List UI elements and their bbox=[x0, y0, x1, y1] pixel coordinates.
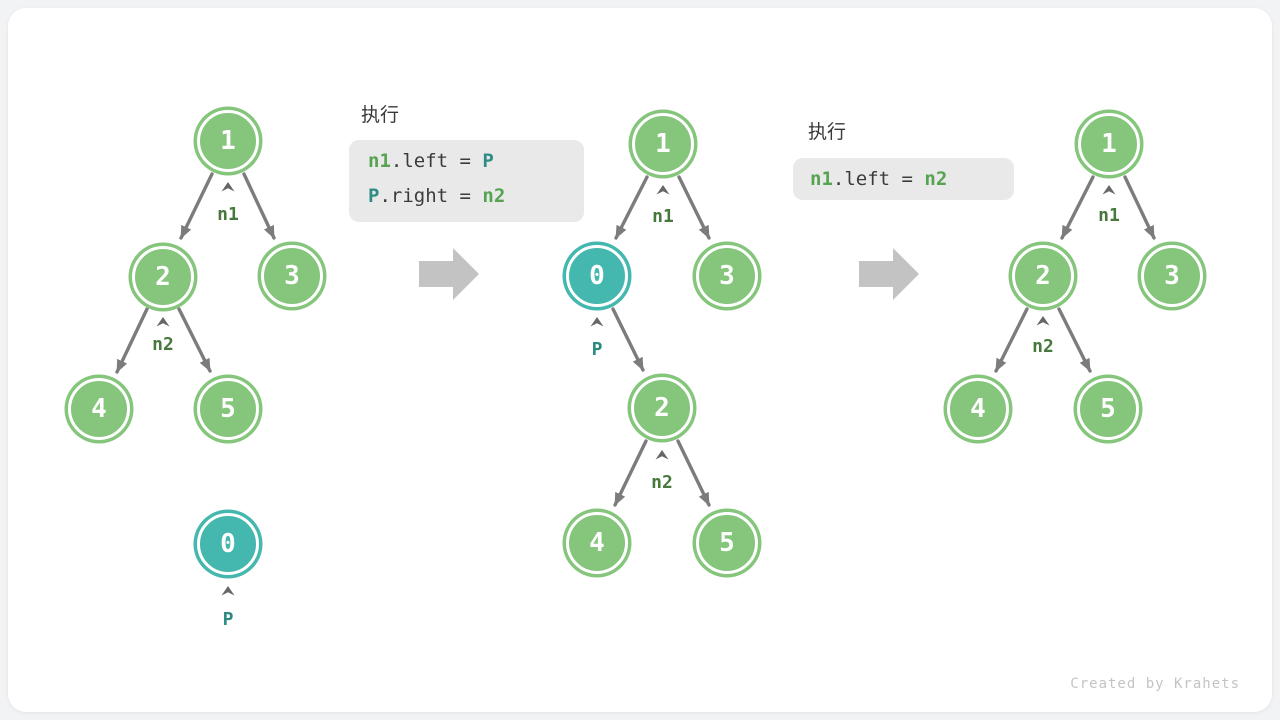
pointer-label-p: P bbox=[222, 609, 234, 630]
tree3-node-5: 5 bbox=[1077, 378, 1139, 440]
node-value: 4 bbox=[970, 394, 986, 424]
tree-edge bbox=[177, 307, 212, 373]
tree2-node-1: 1 bbox=[632, 113, 694, 175]
watermark: Created by Krahets bbox=[1070, 676, 1240, 692]
right-arrow-icon bbox=[419, 248, 479, 300]
pointer-label-n2: n2 bbox=[152, 334, 174, 355]
tree-edge bbox=[611, 307, 645, 372]
tree1-node-4: 4 bbox=[68, 378, 130, 440]
code-token: .left = bbox=[390, 150, 483, 172]
node-value: 2 bbox=[155, 262, 171, 292]
tree2-node-5: 5 bbox=[696, 512, 758, 574]
tree-edge bbox=[994, 307, 1029, 373]
node-value: 1 bbox=[220, 126, 236, 156]
pointer-label-n2: n2 bbox=[651, 472, 673, 493]
tree1-node-0: 0 bbox=[197, 513, 259, 575]
tree3-node-4: 4 bbox=[947, 378, 1009, 440]
tree-edge bbox=[1060, 175, 1095, 240]
up-pointer-icon bbox=[590, 317, 604, 327]
tree-edge bbox=[677, 175, 711, 240]
tree3-node-2: 2 bbox=[1012, 245, 1074, 307]
tree3-node-1: 1 bbox=[1078, 113, 1140, 175]
node-value: 4 bbox=[589, 528, 605, 558]
up-pointer-icon bbox=[1036, 316, 1050, 326]
code-token: n2 bbox=[482, 185, 506, 207]
node-value: 3 bbox=[1164, 261, 1180, 291]
code-token: .right = bbox=[379, 185, 483, 207]
code-block-2: n1.left = n2 bbox=[793, 158, 1014, 200]
tree1-node-5: 5 bbox=[197, 378, 259, 440]
tree-edge bbox=[614, 175, 649, 240]
tree3-node-3: 3 bbox=[1141, 245, 1203, 307]
code-token: P bbox=[368, 185, 380, 207]
tree2-node-0: 0 bbox=[566, 245, 628, 307]
up-pointer-icon bbox=[156, 317, 170, 327]
code-token: n2 bbox=[924, 168, 948, 190]
code-block-1: n1.left = P P.right = n2 bbox=[349, 140, 584, 222]
node-value: 5 bbox=[220, 394, 236, 424]
code-line: P.right = n2 bbox=[368, 179, 584, 214]
up-pointer-icon bbox=[221, 586, 235, 596]
right-arrow-icon bbox=[859, 248, 919, 300]
code-token: P bbox=[482, 150, 494, 172]
tree2-node-2: 2 bbox=[631, 377, 693, 439]
code-line: n1.left = P bbox=[368, 144, 584, 179]
tree-edge bbox=[613, 439, 648, 507]
tree2-node-3: 3 bbox=[696, 245, 758, 307]
tree1-node-1: 1 bbox=[197, 110, 259, 172]
tree1-node-3: 3 bbox=[261, 245, 323, 307]
node-value: 2 bbox=[654, 393, 670, 423]
up-pointer-icon bbox=[656, 185, 670, 195]
code-token: n1 bbox=[810, 168, 833, 190]
tree-edge bbox=[115, 307, 149, 374]
node-value: 1 bbox=[655, 129, 671, 159]
tree-edge bbox=[179, 172, 214, 240]
pointer-label-n2: n2 bbox=[1032, 336, 1054, 357]
node-value: 3 bbox=[719, 261, 735, 291]
node-value: 0 bbox=[220, 529, 236, 559]
tree-edge bbox=[1057, 307, 1092, 373]
tree1-node-2: 2 bbox=[132, 246, 194, 308]
node-value: 5 bbox=[1100, 394, 1116, 424]
node-value: 0 bbox=[589, 261, 605, 291]
code-token: n1 bbox=[368, 150, 391, 172]
code-line: n1.left = n2 bbox=[810, 158, 1014, 200]
up-pointer-icon bbox=[1102, 185, 1116, 195]
tree2-node-4: 4 bbox=[566, 512, 628, 574]
node-value: 4 bbox=[91, 394, 107, 424]
tree-edge bbox=[242, 172, 276, 240]
up-pointer-icon bbox=[655, 450, 669, 460]
exec-label: 执行 bbox=[808, 121, 847, 143]
node-value: 1 bbox=[1101, 129, 1117, 159]
code-token: .left = bbox=[832, 168, 925, 190]
node-value: 5 bbox=[719, 528, 735, 558]
node-value: 3 bbox=[284, 261, 300, 291]
exec-label: 执行 bbox=[361, 104, 400, 126]
tree-edge bbox=[676, 439, 711, 507]
tree-edge bbox=[1123, 175, 1156, 240]
pointer-label-p: P bbox=[591, 339, 603, 360]
up-pointer-icon bbox=[221, 182, 235, 192]
pointer-label-n1: n1 bbox=[1098, 205, 1120, 226]
pointer-label-n1: n1 bbox=[217, 204, 239, 225]
pointer-label-n1: n1 bbox=[652, 206, 674, 227]
node-value: 2 bbox=[1035, 261, 1051, 291]
